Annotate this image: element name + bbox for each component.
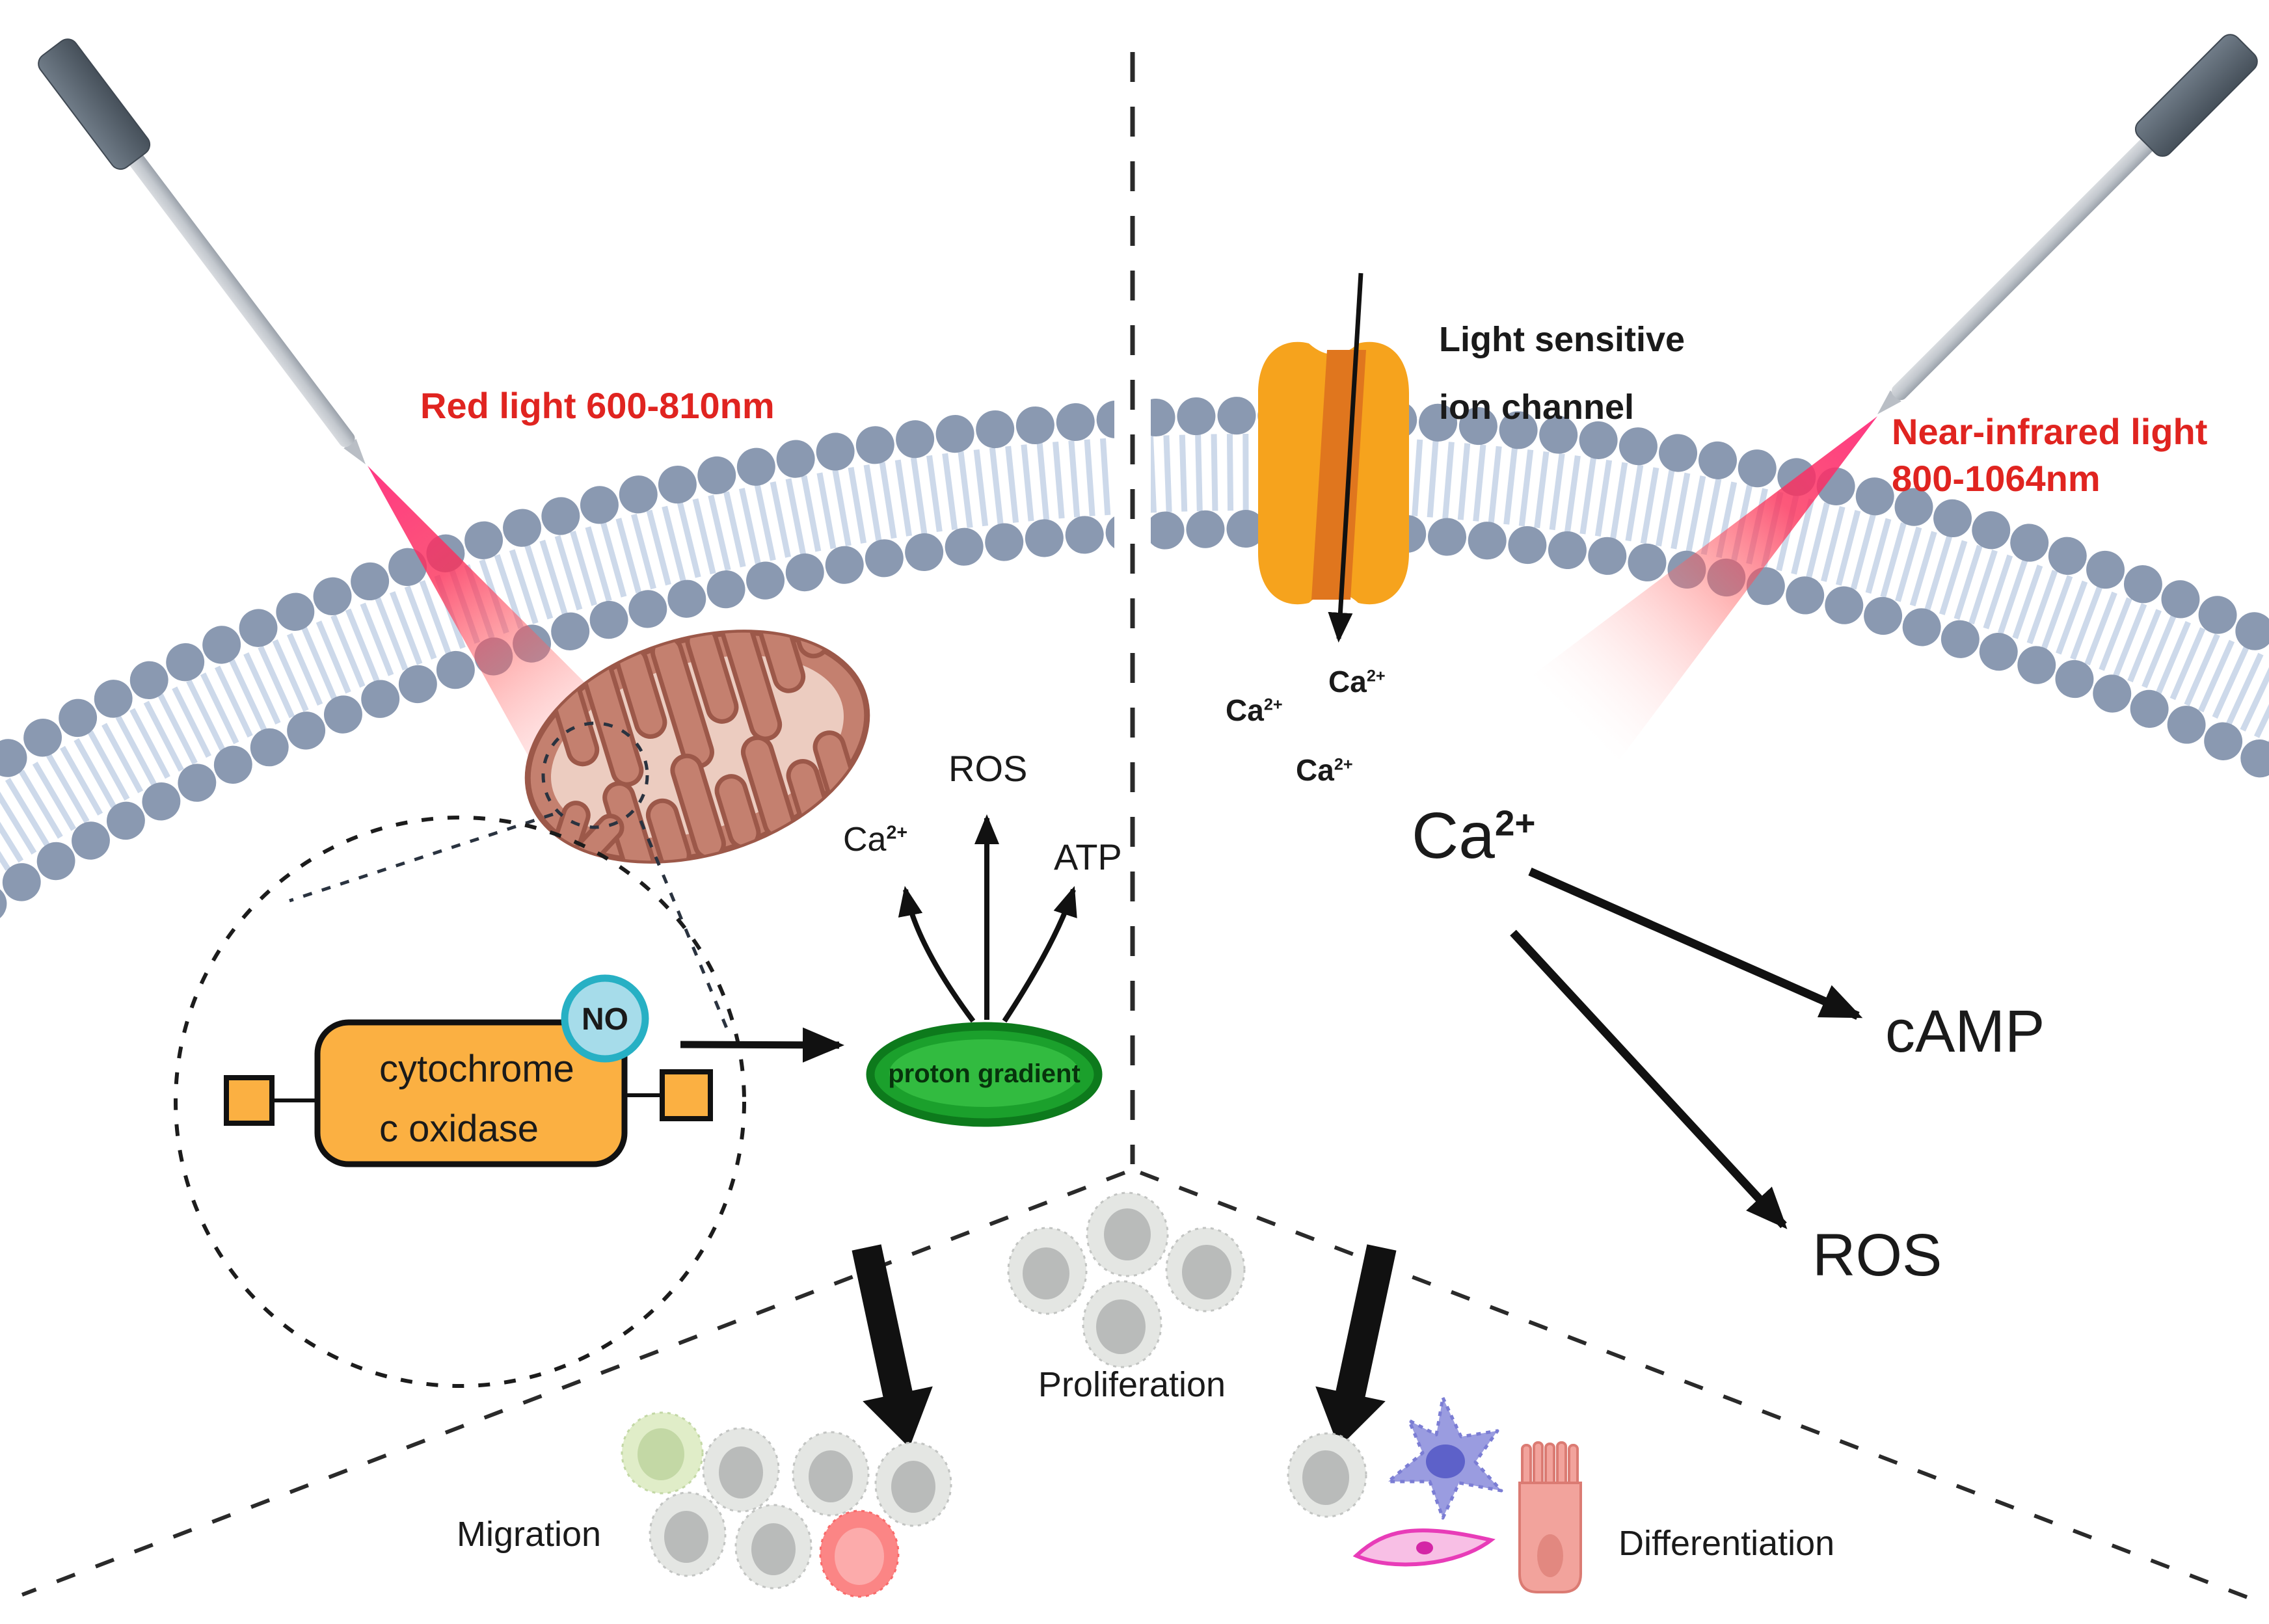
- ion-channel-line2: ion channel: [1439, 388, 1635, 427]
- ca-base: Ca: [843, 821, 887, 859]
- ca-sup: 2+: [1334, 755, 1353, 774]
- zoom-detail-circle: [174, 816, 746, 1388]
- columnar-cell-icon: [1518, 1441, 1582, 1593]
- proton-gradient-ellipse: [866, 1022, 1103, 1127]
- ros-right-label: ROS: [1812, 1222, 1942, 1288]
- migration-cells: [621, 1411, 952, 1598]
- nir-light-line1: Near-infrared light: [1892, 411, 2208, 452]
- ca-sup: 2+: [1494, 803, 1536, 844]
- arrow-through-channel: [1328, 273, 1363, 643]
- membrane-gap: [1114, 388, 1151, 561]
- red-light-label: Red light 600-810nm: [420, 385, 775, 426]
- ion-channel-line1: Light sensitive: [1439, 320, 1685, 359]
- arrow-ca-to-ros: [1510, 929, 1788, 1229]
- ca-ion-3: Ca2+: [1296, 753, 1353, 788]
- differentiation-cells: [1287, 1396, 1582, 1593]
- ca-ion-1: Ca2+: [1226, 693, 1283, 728]
- laser-probe-left-icon: [38, 38, 366, 464]
- ca-ion-big: Ca2+: [1412, 799, 1536, 873]
- arrow-ca-mito: [898, 886, 976, 1023]
- ca-base: Ca: [1296, 753, 1334, 787]
- nir-light-line2: 800-1064nm: [1892, 458, 2101, 499]
- atp-label: ATP: [1054, 836, 1122, 877]
- outcome-arrow-left: [852, 1244, 933, 1448]
- ca-base: Ca: [1412, 799, 1495, 872]
- arrow-ca-to-camp: [1528, 868, 1863, 1020]
- ros-mito-label: ROS: [948, 748, 1028, 789]
- proliferation-label: Proliferation: [1038, 1365, 1226, 1404]
- branch-dashed-left: [21, 1171, 1126, 1597]
- outcome-arrow-right: [1315, 1244, 1397, 1448]
- ca-mito-label: Ca2+: [843, 821, 907, 860]
- ca-ion-2: Ca2+: [1328, 665, 1386, 699]
- nir-laser-beam: [1530, 416, 1877, 764]
- mitochondrion-icon: [524, 593, 870, 882]
- branch-dashed-right: [1139, 1171, 2252, 1601]
- cytochrome-line1: cytochrome: [379, 1048, 574, 1090]
- ion-channel-icon: [1258, 341, 1409, 605]
- ca-base: Ca: [1226, 693, 1264, 727]
- ca-sup: 2+: [1366, 667, 1386, 686]
- nir-light-label: Near-infrared light 800-1064nm: [1892, 408, 2207, 502]
- proton-gradient-label: proton gradient: [888, 1059, 1081, 1088]
- migration-label: Migration: [457, 1515, 602, 1554]
- no-label: NO: [582, 1002, 628, 1037]
- cytochrome-c-oxidase-complex: [224, 974, 844, 1167]
- zoom-line-left: [289, 812, 554, 903]
- differentiation-label: Differentiation: [1618, 1524, 1835, 1563]
- laser-probe-right-icon: [1877, 34, 2258, 414]
- ca-base: Ca: [1328, 665, 1367, 699]
- arrow-atp-mito: [1002, 886, 1077, 1023]
- ca-sup: 2+: [1263, 695, 1283, 714]
- ion-channel-label: Light sensitive ion channel: [1439, 306, 1685, 441]
- cytochrome-label: cytochrome c oxidase: [379, 1039, 574, 1159]
- zoom-source-circle: [541, 721, 649, 829]
- proliferation-cells: [1007, 1191, 1246, 1368]
- camp-label: cAMP: [1885, 998, 2045, 1065]
- cell-membrane: [0, 388, 2269, 919]
- no-molecule-icon: [561, 974, 649, 1063]
- cytochrome-line2: c oxidase: [379, 1108, 539, 1150]
- ca-sup: 2+: [886, 822, 908, 844]
